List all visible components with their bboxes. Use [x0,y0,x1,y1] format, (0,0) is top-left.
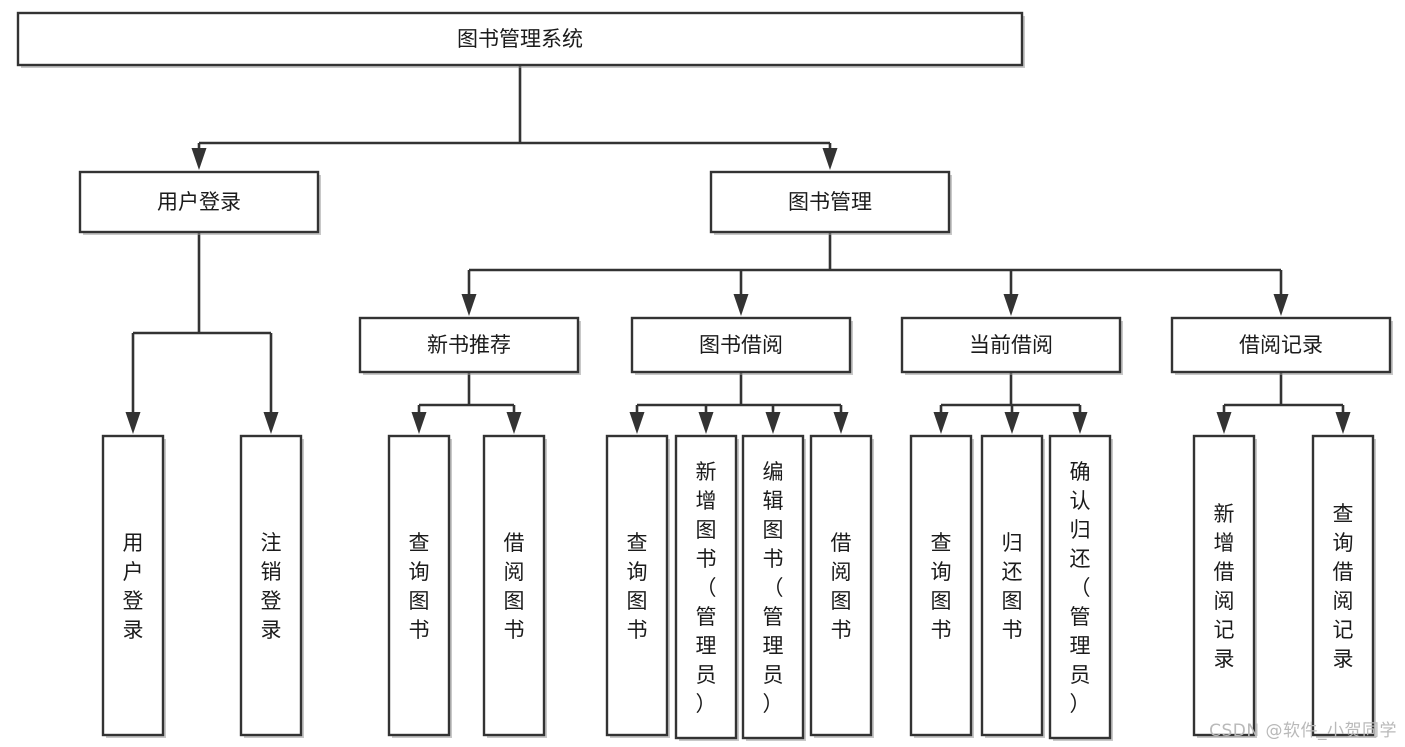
node-label: 查询图书 [409,531,430,642]
node-borrow-record[interactable]: 借阅记录 [1170,316,1393,375]
node-outline [358,316,580,374]
node-outline [605,434,669,737]
node-outline [16,11,1024,67]
arrow-head-icon [765,412,781,434]
node-user-login[interactable]: 用户登录 [78,170,321,235]
arrow-head-icon [263,412,279,434]
watermark-credit: CSDN @软件_小贺同学 [1209,721,1397,741]
node-leaf-edit-book[interactable]: 编辑图书（管理员） [741,434,806,741]
node-label: 新增图书（管理员） [696,460,717,716]
node-outline [674,434,738,740]
arrow-head-icon [1003,294,1019,316]
node-leaf-return-book[interactable]: 归还图书 [980,434,1045,738]
arrow-head-icon [1273,294,1289,316]
arrow-head-icon [411,412,427,434]
node-leaf-borrow-book-rec[interactable]: 借阅图书 [482,434,547,738]
node-outline [1311,434,1375,737]
node-leaf-query-borrow-record[interactable]: 查询借阅记录 [1311,434,1376,738]
connector-layer [125,65,1351,434]
node-leaf-add-borrow-record[interactable]: 新增借阅记录 [1192,434,1257,738]
node-book-borrow[interactable]: 图书借阅 [630,316,853,375]
node-label: 查询图书 [931,531,952,642]
node-outline [1170,316,1392,374]
node-label: 借阅图书 [831,531,852,642]
arrow-head-icon [461,294,477,316]
node-leaf-query-book-borrow[interactable]: 查询图书 [605,434,670,738]
node-label: 图书管理 [788,190,872,214]
node-label: 确认归还（管理员） [1070,460,1091,716]
arrow-head-icon [733,294,749,316]
arrow-head-icon [698,412,714,434]
node-label: 编辑图书（管理员） [763,460,784,716]
arrow-head-icon [125,412,141,434]
node-leaf-query-book-rec[interactable]: 查询图书 [387,434,452,738]
node-outline [909,434,973,737]
node-book-manage[interactable]: 图书管理 [709,170,952,235]
node-outline [482,434,546,737]
node-outline [741,434,805,740]
node-new-book-rec[interactable]: 新书推荐 [358,316,581,375]
node-label: 归还图书 [1002,531,1023,642]
node-leaf-borrow-book[interactable]: 借阅图书 [809,434,874,738]
node-leaf-user-logout[interactable]: 注销登录 [239,434,304,738]
arrow-head-icon [1335,412,1351,434]
node-outline [78,170,320,234]
arrow-head-icon [822,148,838,170]
node-label: 图书管理系统 [457,27,583,51]
node-outline [1048,434,1112,740]
arrow-head-icon [1004,412,1020,434]
arrow-head-icon [1216,412,1232,434]
arrow-head-icon [506,412,522,434]
arrow-head-icon [629,412,645,434]
node-outline [387,434,451,737]
node-label: 借阅记录 [1239,333,1323,357]
node-leaf-add-book[interactable]: 新增图书（管理员） [674,434,739,741]
node-label: 用户登录 [157,190,241,214]
node-label: 图书借阅 [699,333,783,357]
node-leaf-query-book-current[interactable]: 查询图书 [909,434,974,738]
node-root[interactable]: 图书管理系统 [16,11,1025,68]
node-outline [980,434,1044,737]
node-label: 借阅图书 [504,531,525,642]
node-label: 新书推荐 [427,333,511,357]
node-label: 用户登录 [123,531,144,642]
arrow-head-icon [191,148,207,170]
node-outline [630,316,852,374]
node-outline [1192,434,1256,737]
node-leaf-user-login[interactable]: 用户登录 [101,434,166,738]
arrow-head-icon [833,412,849,434]
node-current-borrow[interactable]: 当前借阅 [900,316,1123,375]
node-outline [900,316,1122,374]
arrow-head-icon [933,412,949,434]
node-outline [239,434,303,737]
node-label: 查询图书 [627,531,648,642]
node-leaf-confirm-return[interactable]: 确认归还（管理员） [1048,434,1113,741]
arrow-head-icon [1072,412,1088,434]
node-label: 新增借阅记录 [1214,502,1235,671]
node-outline [709,170,951,234]
node-layer: 图书管理系统用户登录图书管理新书推荐图书借阅当前借阅借阅记录用户登录注销登录查询… [16,11,1393,741]
node-label: 当前借阅 [969,333,1053,357]
node-outline [101,434,165,737]
node-outline [809,434,873,737]
node-label: 查询借阅记录 [1333,502,1354,671]
node-label: 注销登录 [261,531,282,642]
